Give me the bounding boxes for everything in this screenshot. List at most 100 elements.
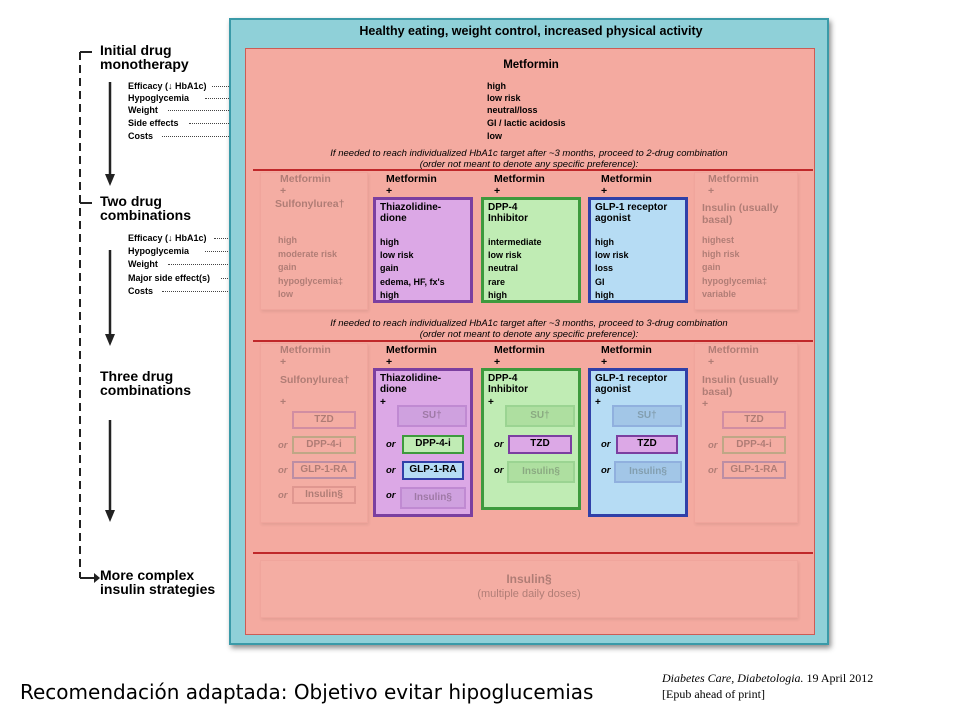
metformin-title: Metformin	[503, 59, 559, 71]
two-col1-cost: low	[278, 289, 293, 299]
two-col5-drug: Insulin (usually basal)	[702, 202, 779, 226]
tzd-side: edema, HF, fx's	[380, 277, 445, 287]
citation-epub: [Epub ahead of print]	[662, 687, 765, 701]
three-col1-glp1: GLP-1-RA	[292, 461, 356, 479]
tzd-weight: gain	[380, 263, 399, 273]
note-three-drug: If needed to reach individualized HbA1c …	[330, 318, 728, 340]
note-two-drug: If needed to reach individualized HbA1c …	[330, 148, 728, 170]
three-glp1-insulin: Insulin§	[614, 461, 682, 483]
three-dpp4-or2: or	[494, 465, 504, 476]
divider-more-complex	[253, 552, 813, 554]
three-dpp4-tzd: TZD	[508, 435, 572, 454]
three-col1-insulin: Insulin§	[292, 486, 356, 504]
glp1-efficacy: high	[595, 237, 614, 247]
two-box-dpp4: DPP-4 Inhibitor intermediate low risk ne…	[481, 197, 581, 303]
two-col5-side: hypoglycemia‡	[702, 275, 768, 286]
header-title: Healthy eating, weight control, increase…	[359, 24, 703, 38]
glp1-side: GI	[595, 277, 605, 287]
two-box-tzd: Thiazolidine-dione high low risk gain ed…	[373, 197, 473, 303]
three-col5-metformin: Metformin+	[708, 344, 759, 368]
three-col1-tzd: TZD	[292, 411, 356, 429]
two-col5-cost: variable	[702, 289, 737, 299]
stage-label-monotherapy: Initial drug monotherapy	[100, 42, 189, 72]
two-attr-efficacy: Efficacy (↓ HbA1c)	[128, 233, 207, 243]
tzd-efficacy: high	[380, 237, 399, 247]
three-col1-metformin: Metformin+	[280, 344, 331, 368]
three-col5-tzd: TZD	[722, 411, 786, 429]
two-col4-metformin: Metformin+	[601, 173, 652, 197]
dpp4-cost: high	[488, 290, 507, 300]
divider-two-drug	[253, 169, 813, 171]
three-glp1-su: SU†	[612, 405, 682, 427]
insulin-final-title: Insulin§	[506, 572, 552, 586]
metformin-weight: neutral/loss	[487, 104, 540, 116]
two-col1-hypo: moderate risk	[278, 248, 338, 259]
mono-attr-costs: Costs	[128, 131, 154, 141]
three-tzd-or1: or	[386, 439, 396, 450]
three-glp1-tzd: TZD	[616, 435, 678, 454]
metformin-side-effects: GI / lactic acidosis	[487, 117, 568, 129]
three-col-insulin	[694, 343, 798, 523]
two-col5-weight: gain	[702, 262, 721, 272]
dpp4-side: rare	[488, 277, 506, 287]
three-col5-or2: or	[708, 465, 718, 476]
two-col5-metformin: Metformin+	[708, 173, 759, 197]
insulin-multiple-doses-box	[260, 560, 798, 618]
citation-journal: Diabetes Care, Diabetologia.	[662, 671, 804, 685]
two-attr-costs: Costs	[128, 286, 154, 296]
three-col1-dpp4: DPP-4-i	[292, 436, 356, 454]
flow-arrows	[79, 51, 115, 583]
citation: Diabetes Care, Diabetologia. 19 April 20…	[662, 670, 957, 702]
mono-attr-hypoglycemia: Hypoglycemia	[128, 93, 190, 103]
three-col1-or3: or	[278, 490, 288, 501]
two-col-sulfonylurea	[260, 172, 368, 310]
mono-attr-weight: Weight	[128, 105, 158, 115]
metformin-costs: low	[487, 130, 504, 142]
stage-label-more-complex: More complex insulin strategies	[100, 567, 216, 597]
two-attr-weight: Weight	[128, 259, 158, 269]
mono-attr-efficacy: Efficacy (↓ HbA1c)	[128, 81, 207, 91]
two-col-insulin	[694, 172, 798, 310]
two-col1-weight: gain	[278, 262, 297, 272]
three-glp1-or1: or	[601, 439, 611, 450]
glp1-weight: loss	[595, 263, 614, 273]
metformin-hypoglycemia: low risk	[487, 92, 523, 104]
three-col5-drug: Insulin (usually basal)+	[702, 374, 779, 410]
three-tzd-su: SU†	[397, 405, 467, 427]
three-dpp4-su: SU†	[505, 405, 575, 427]
three-col-sulfonylurea	[260, 343, 368, 523]
three-col1-or1: or	[278, 440, 288, 451]
two-box-glp1: GLP-1 receptor agonist high low risk los…	[588, 197, 688, 303]
three-col5-glp1: GLP-1-RA	[722, 461, 786, 479]
dpp4-hypo: low risk	[488, 250, 522, 260]
caption: Recomendación adaptada: Objetivo evitar …	[20, 680, 594, 704]
three-col2-metformin: Metformin+	[386, 344, 437, 368]
metformin-efficacy: high	[487, 80, 508, 92]
glp1-hypo: low risk	[595, 250, 629, 260]
tzd-hypo: low risk	[380, 250, 414, 260]
three-dpp4-or1: or	[494, 439, 504, 450]
dpp4-weight: neutral	[488, 263, 519, 273]
three-dpp4-insulin: Insulin§	[507, 461, 575, 483]
three-tzd-or3: or	[386, 490, 396, 501]
three-col1-drug: Sulfonylurea†+	[280, 374, 350, 408]
three-col4-metformin: Metformin+	[601, 344, 652, 368]
citation-date: 19 April 2012	[803, 671, 874, 685]
three-glp1-or2: or	[601, 465, 611, 476]
two-col5-efficacy: highest	[702, 235, 735, 245]
two-col3-metformin: Metformin+	[494, 173, 545, 197]
three-tzd-insulin: Insulin§	[400, 487, 466, 509]
two-col5-hypo: high risk	[702, 248, 740, 259]
tzd-cost: high	[380, 290, 399, 300]
three-tzd-dpp4: DPP-4-i	[402, 435, 464, 454]
stage-label-three-drug: Three drug combinations	[100, 368, 192, 398]
two-col1-metformin: Metformin+	[280, 173, 331, 197]
three-col1-or2: or	[278, 465, 288, 476]
mono-attr-side-effects: Side effects	[128, 118, 179, 128]
two-col2-metformin: Metformin+	[386, 173, 437, 197]
two-attr-side-effects: Major side effect(s)	[128, 273, 211, 283]
two-col1-side: hypoglycemia‡	[278, 275, 344, 286]
three-col5-dpp4: DPP-4-i	[722, 436, 786, 454]
three-col5-or1: or	[708, 440, 718, 451]
insulin-final-subtitle: (multiple daily doses)	[477, 588, 581, 600]
